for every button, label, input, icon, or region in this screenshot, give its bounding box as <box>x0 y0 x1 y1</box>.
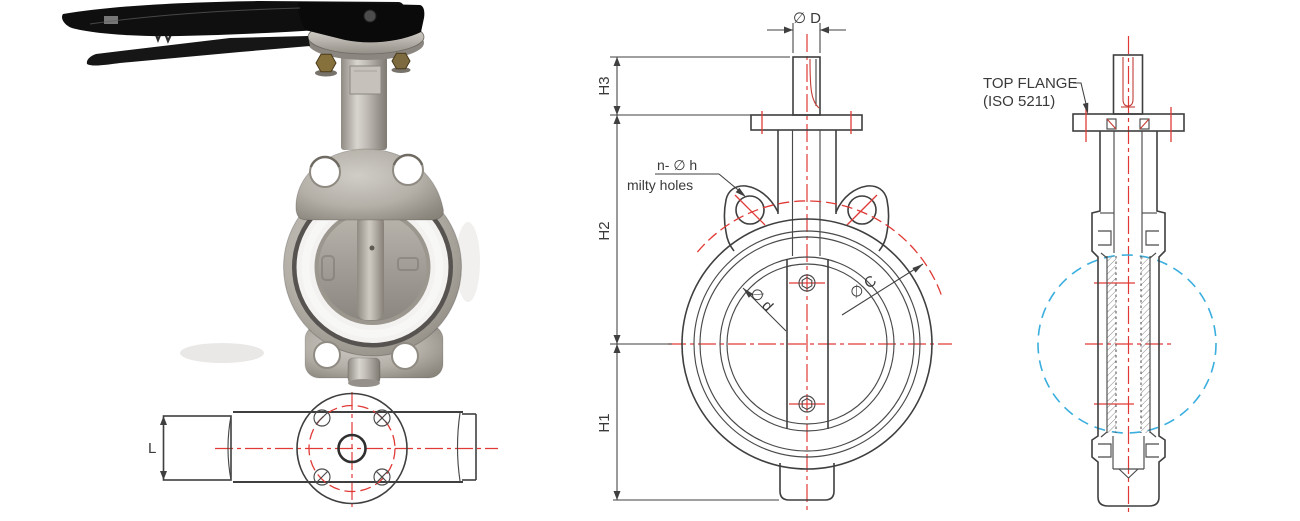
front-body-circles <box>681 218 933 470</box>
disc-cast-marks <box>321 255 419 281</box>
callout-bolt-circle: ∅ C <box>841 263 924 316</box>
front-stem-bore <box>809 58 820 109</box>
front-bottom-boss <box>779 463 835 501</box>
handle-highlight <box>89 7 301 25</box>
disc-stem-rib <box>357 214 384 320</box>
valve-neck <box>341 46 387 150</box>
dimension-phi-D: ∅ D <box>767 10 846 53</box>
plate-bolt-right <box>391 52 411 73</box>
front-top-flange <box>750 114 863 131</box>
valve-photo <box>62 1 480 387</box>
disc-center-hole <box>369 245 375 251</box>
disc-pin-top <box>789 274 825 292</box>
handle-pivot-bolt <box>363 9 377 23</box>
front-ear-left <box>723 185 779 252</box>
side-top-flange <box>1072 113 1185 132</box>
body-tube-junction-right <box>456 412 461 482</box>
upper-lug-holes <box>309 153 424 188</box>
h1-label: H1 <box>596 413 613 432</box>
front-ear-right <box>835 185 890 252</box>
side-view-drawing: TOP FLANGE (ISO 5211) <box>983 36 1217 514</box>
dimension-L: L <box>148 416 167 480</box>
bolt-circle-label: ∅ C <box>847 272 880 302</box>
photo-shadow-right <box>456 222 480 302</box>
front-view-drawing: ∅ D <box>596 10 952 513</box>
handle-lock-trigger <box>86 36 310 66</box>
right-end-cap <box>462 413 477 481</box>
side-bottom-hub <box>1112 436 1145 479</box>
front-ear-bolt-holes <box>734 194 878 226</box>
callout-bolt-holes: n- ∅ h milty holes <box>627 157 746 197</box>
bore-diameter-label: ∅ d <box>746 285 776 315</box>
seat-liner-section <box>1106 256 1151 433</box>
top-view-drawing: L <box>148 392 498 507</box>
front-disc-edge <box>786 259 829 429</box>
stem-square <box>349 65 382 95</box>
lower-lug-holes <box>313 341 419 370</box>
front-neck <box>777 130 837 256</box>
side-outline-right <box>1128 131 1166 507</box>
photo-shadow <box>180 343 264 363</box>
top-flange-label-line2: (ISO 5211) <box>983 93 1055 110</box>
side-outline-left <box>1091 131 1129 507</box>
side-stem-bore <box>1122 57 1134 107</box>
stem-seal-squares <box>1106 118 1150 130</box>
handle-head <box>297 2 425 43</box>
h3-label: H3 <box>596 76 613 95</box>
handle-lever <box>62 1 425 66</box>
bottom-boss-edge <box>348 379 380 387</box>
bolt-holes-note: milty holes <box>627 177 693 193</box>
top-flange-label-line1: TOP FLANGE <box>983 75 1077 92</box>
side-stem-column <box>1100 131 1157 438</box>
stem-diameter-label: ∅ D <box>793 10 821 27</box>
stem-hole <box>337 433 367 464</box>
side-gland-steps <box>1098 212 1159 458</box>
top-flange-circle <box>296 392 408 505</box>
callout-bore-diameter: ∅ d <box>742 285 787 332</box>
bolt-holes-label: n- ∅ h <box>657 157 697 173</box>
callout-top-flange: TOP FLANGE (ISO 5211) <box>983 75 1089 114</box>
top-flange-bolt-holes <box>313 409 391 486</box>
face-to-face-label: L <box>148 440 156 457</box>
handle-slot <box>104 16 118 24</box>
dimension-H-chain: H3 H2 H1 <box>596 56 790 501</box>
h2-label: H2 <box>596 221 613 240</box>
body-tube-junction-left <box>227 415 232 481</box>
plate-bolt-left <box>315 53 337 77</box>
disc-reference-circle <box>1037 254 1217 434</box>
bolt-circle-arc <box>696 200 943 296</box>
top-flange-bolt-circle <box>308 404 396 493</box>
disc-pin-bottom <box>789 395 825 413</box>
